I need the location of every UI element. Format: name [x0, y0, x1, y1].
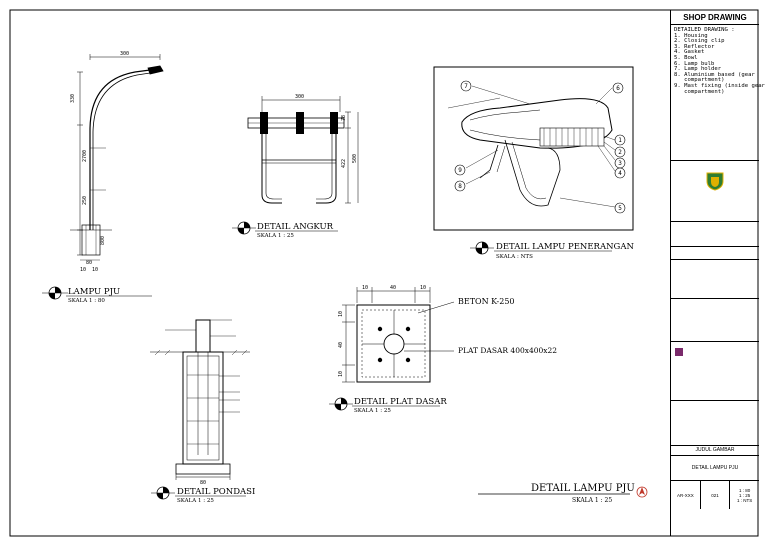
- legend-item: 4. Gasket: [674, 49, 705, 56]
- legend-item: compartment): [674, 88, 725, 95]
- sheet-title: DETAIL LAMPU PJU SKALA 1 : 25: [478, 483, 648, 504]
- view-title: DETAIL LAMPU PENERANGAN: [496, 242, 634, 252]
- scale-value: 1 : NTS: [737, 497, 753, 503]
- callout-label: 7: [464, 83, 468, 90]
- callout-label: 3: [618, 160, 622, 167]
- lampu-penerangan-callouts: 7 6 1 2 3 4 9 8 5: [458, 83, 622, 212]
- lampu-pju-elevation: [70, 54, 164, 261]
- dim-label: 10: [338, 311, 344, 317]
- legend-item: 2. Closing clip: [674, 38, 725, 45]
- lampu-pju-dimensions: 300 330 2700 250 800 80 10 10: [70, 51, 129, 273]
- legend-item: 1. Housing: [674, 32, 708, 39]
- work-title-cell: [671, 247, 759, 260]
- angkur-detail: [247, 96, 359, 204]
- dim-label: 10: [420, 285, 426, 291]
- supervisor-cell: [671, 299, 759, 342]
- legend-item: 5. Bowl: [674, 54, 698, 61]
- view-title: LAMPU PJU: [68, 287, 120, 297]
- sheet-scale-text: SKALA 1 : 25: [572, 497, 612, 504]
- scale-value: 1 : 25: [739, 492, 751, 498]
- view-scale: SKALA : NTS: [496, 254, 533, 260]
- callout-label: 5: [618, 205, 622, 212]
- callout-label: 1: [618, 137, 622, 144]
- crest-icon: [706, 172, 724, 191]
- legend-item: compartment): [674, 77, 725, 84]
- lampu-penerangan-detail: [433, 66, 634, 231]
- pondasi-title: DETAIL PONDASI SKALA 1 : 25: [151, 486, 255, 504]
- sheet-scales: 1 : 80 1 : 25 1 : NTS: [730, 481, 759, 509]
- contractor-cell: [671, 401, 759, 446]
- dim-label: 800: [100, 236, 106, 245]
- view-scale: SKALA 1 : 25: [354, 408, 391, 414]
- dim-label: 40: [338, 342, 344, 348]
- legend-item: 3. Reflector: [674, 43, 715, 50]
- dim-label: 2700: [82, 150, 88, 162]
- dim-label: 422: [341, 159, 347, 168]
- legend-item: 7. Lamp holder: [674, 66, 722, 73]
- dim-label: 40: [390, 285, 396, 291]
- dim-label: 80: [200, 480, 206, 486]
- plat-label: PLAT DASAR 400x400x22: [458, 346, 557, 355]
- dim-label: 300: [120, 51, 129, 57]
- sheet-number: 021: [701, 481, 731, 509]
- view-title: DETAIL ANGKUR: [257, 222, 334, 232]
- dim-label: 250: [82, 196, 88, 205]
- scale-value: 1 : 80: [739, 487, 751, 493]
- callout-label: 8: [458, 183, 462, 190]
- view-title: DETAIL PONDASI: [177, 487, 255, 497]
- judul-gambar-value: DETAIL LAMPU PJU: [671, 456, 759, 481]
- view-scale: SKALA 1 : 25: [257, 233, 294, 239]
- owner-logo-cell: [671, 161, 759, 222]
- plat-dasar-detail: [342, 287, 455, 383]
- project-name-cell: [671, 222, 759, 247]
- legend-item: 8. Aluminium based (gear: [674, 71, 755, 78]
- lampu-penerangan-title: DETAIL LAMPU PENERANGAN SKALA : NTS: [470, 241, 634, 260]
- title-block: SHOP DRAWING DETAILED DRAWING :1. Housin…: [670, 10, 765, 536]
- view-scale: SKALA 1 : 25: [177, 498, 214, 504]
- dim-label: 10: [92, 267, 98, 273]
- dim-label: 330: [70, 94, 76, 103]
- sheet-code: AR-XXX: [671, 481, 701, 509]
- judul-gambar-label: JUDUL GAMBAR: [671, 446, 759, 456]
- dim-label: 10: [338, 371, 344, 377]
- angkur-title: DETAIL ANGKUR SKALA 1 : 25: [232, 221, 338, 239]
- title-block-header: SHOP DRAWING: [671, 10, 759, 25]
- legend-item: 6. Lamp bulb: [674, 60, 715, 67]
- callout-label: 4: [618, 170, 622, 177]
- sheet-title-text: DETAIL LAMPU PJU: [531, 483, 635, 494]
- callout-label: 9: [458, 167, 462, 174]
- view-title: DETAIL PLAT DASAR: [354, 397, 447, 407]
- callout-label: 6: [616, 85, 620, 92]
- dim-label: 300: [295, 94, 304, 100]
- legend-heading: DETAILED DRAWING :: [674, 27, 735, 33]
- consultant-cell: [671, 342, 759, 401]
- dim-label: 10: [80, 267, 86, 273]
- consultant-logo-icon: [675, 348, 683, 356]
- lampu-pju-title: LAMPU PJU SKALA 1 : 80: [42, 286, 152, 304]
- officer-cell: [671, 260, 759, 299]
- dim-label: 500: [352, 154, 358, 163]
- plat-dasar-dimensions: 10 40 10 10 40 10: [338, 285, 426, 377]
- pondasi-detail: [150, 319, 250, 480]
- dim-label: 80: [86, 260, 92, 266]
- sheet-border: [9, 9, 759, 537]
- sheet-info-row: AR-XXX 021 1 : 80 1 : 25 1 : NTS: [671, 481, 759, 509]
- plat-dasar-title: DETAIL PLAT DASAR SKALA 1 : 25: [329, 397, 447, 414]
- dim-label: 78: [341, 115, 347, 121]
- beton-label: BETON K-250: [458, 297, 515, 306]
- angkur-dimensions: 300 78 422 500: [295, 94, 358, 168]
- dim-label: 10: [362, 285, 368, 291]
- legend-item: 9. Mast fixing (inside gear: [674, 82, 765, 89]
- callout-label: 2: [618, 149, 622, 156]
- view-scale: SKALA 1 : 80: [68, 298, 105, 304]
